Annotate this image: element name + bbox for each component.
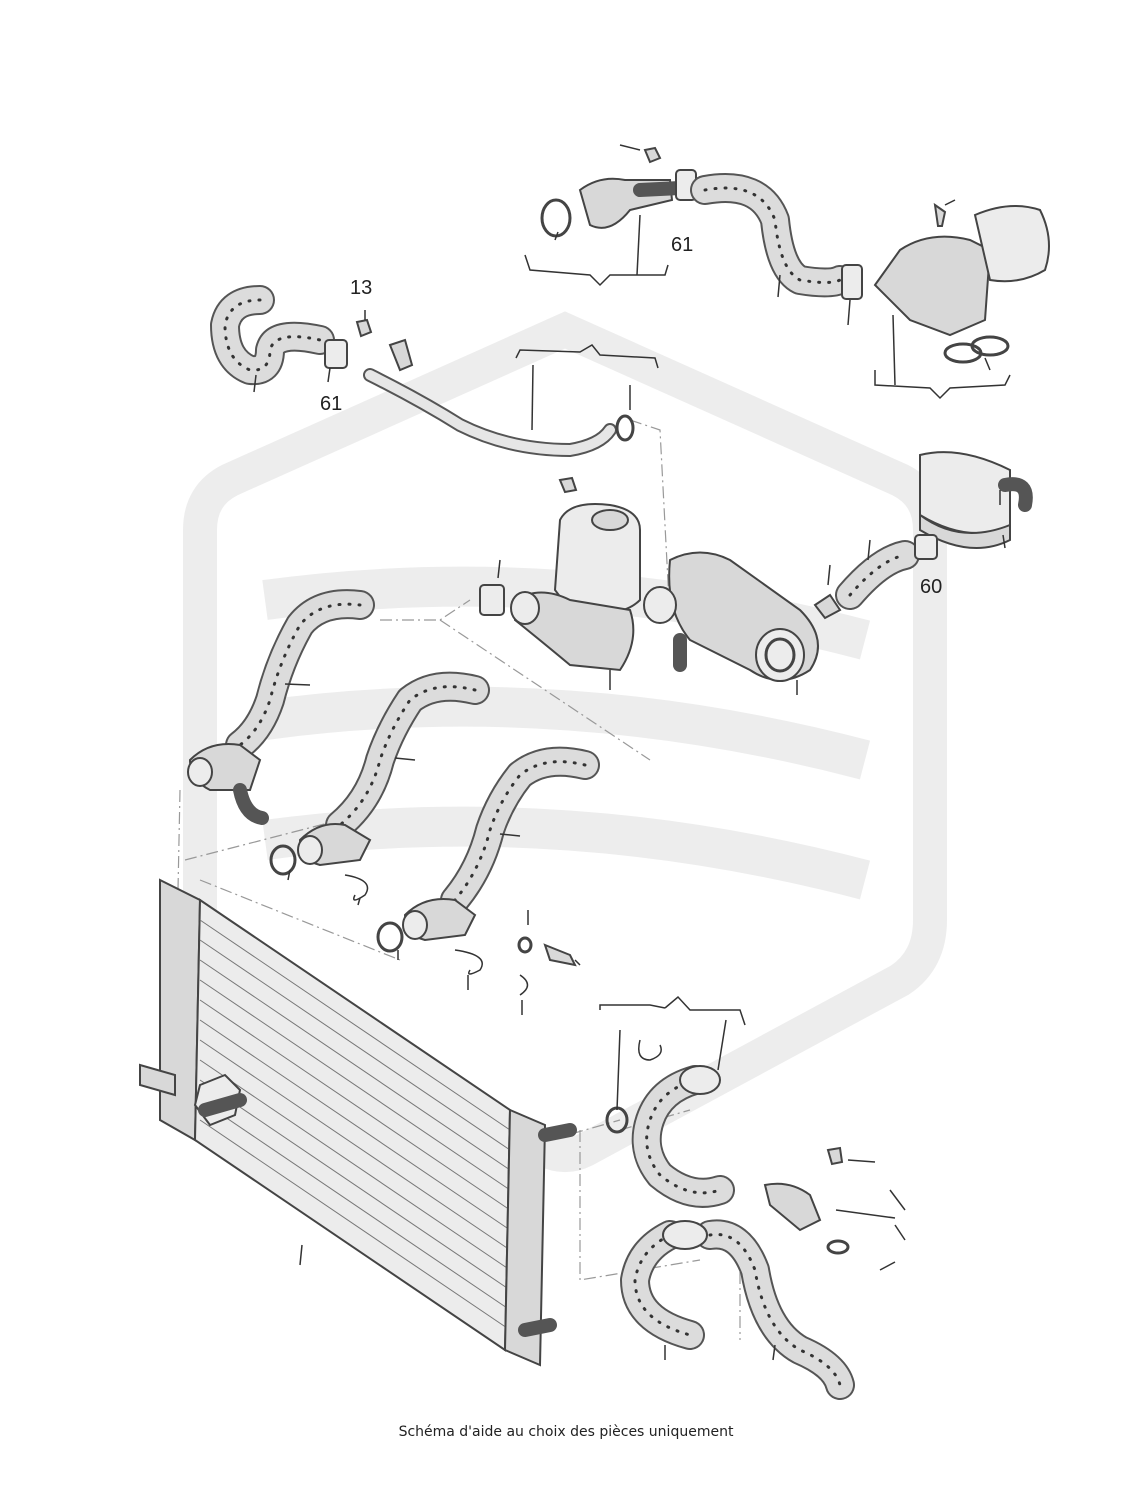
parts-diagram: 13 61 61 60 [139,144,1050,1400]
radiator [139,878,577,1367]
middle-hose-3 [376,746,600,996]
callout-61-upper-left: 61 [320,393,342,415]
leader-lines [253,144,1011,1361]
upper-flange-assembly [540,146,1050,364]
upper-left-hose [210,285,635,494]
oil-cooler [835,451,1033,610]
oil-filter-housing [479,503,641,672]
callout-60: 60 [920,576,942,598]
thermostat-housing [643,551,842,682]
middle-hose-2 [269,671,490,901]
lower-hose-1 [605,1039,735,1208]
middle-hose-1 [187,589,375,825]
lower-hose-2 [620,1146,855,1400]
callout-61-upper-right: 61 [671,234,693,256]
callout-13: 13 [350,277,372,299]
diagram-caption: Schéma d'aide au choix des pièces unique… [398,1424,734,1440]
